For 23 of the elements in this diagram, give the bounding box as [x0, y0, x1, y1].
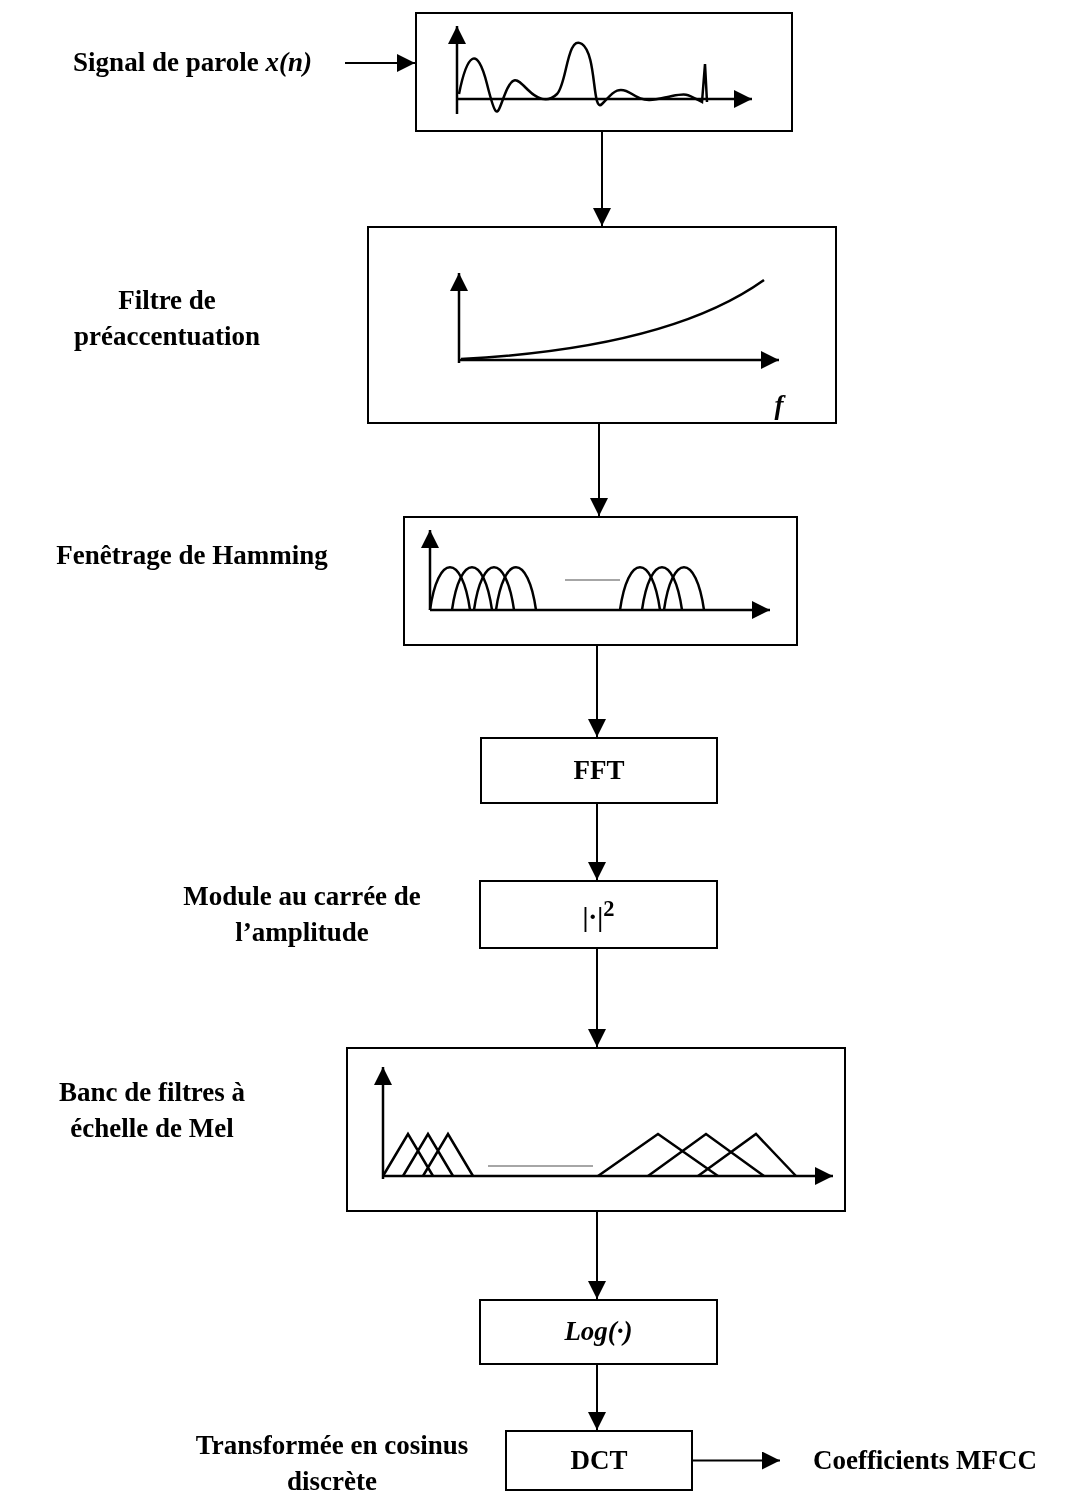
- step-label: Signal de parole x(n): [72, 46, 313, 80]
- step-label: DCT: [569, 1443, 629, 1477]
- step-label: |·|$^{2}$: [581, 894, 616, 934]
- arrow: [590, 423, 608, 517]
- arrow: [344, 54, 416, 72]
- step-label: Coefficients MFCC: [811, 1444, 1039, 1478]
- step-description: Module au carrée de l’amplitude: [182, 880, 422, 950]
- step-description: Fenêtrage de Hamming: [55, 539, 329, 572]
- step-description: Transformée en cosinus discrète: [194, 1429, 470, 1499]
- step-label: Log(·): [563, 1315, 634, 1349]
- arrow: [588, 803, 606, 881]
- arrow: [588, 948, 606, 1048]
- arrow: [588, 1364, 606, 1431]
- arrow: [692, 1451, 781, 1470]
- process-box: [480, 737, 718, 804]
- step-description: Banc de filtres à échelle de Mel: [57, 1076, 247, 1146]
- arrow: [588, 1211, 606, 1300]
- axis-label: f: [773, 389, 787, 422]
- step-label: FFT: [572, 753, 626, 787]
- arrow: [588, 645, 606, 738]
- process-box: [479, 1299, 718, 1365]
- step-description: Filtre de préaccentuation: [73, 284, 261, 354]
- arrow: [593, 131, 611, 227]
